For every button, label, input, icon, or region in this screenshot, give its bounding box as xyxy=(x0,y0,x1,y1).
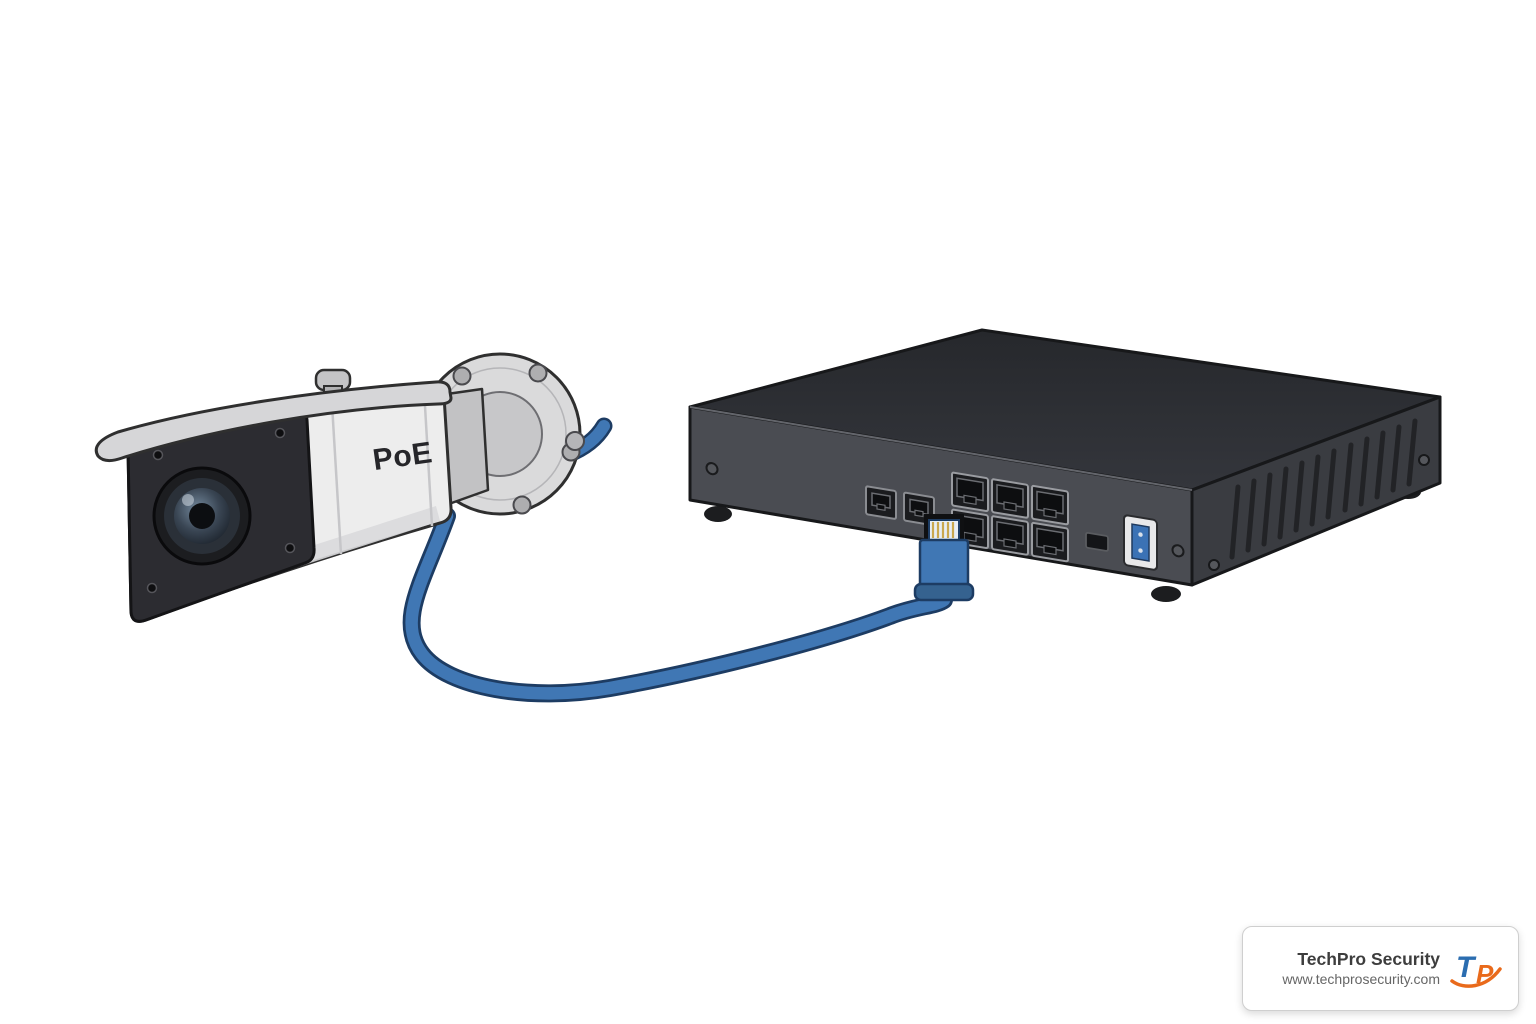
rj45-port xyxy=(991,515,1029,556)
watermark-card: TechPro Security www.techprosecurity.com… xyxy=(1242,926,1519,1011)
uplink-port-1 xyxy=(865,485,897,520)
poe-switch xyxy=(688,328,1442,602)
logo-swoosh xyxy=(1450,966,1502,988)
rj45-port xyxy=(1031,521,1069,563)
rj45-port xyxy=(991,478,1029,519)
poe-label: PoE xyxy=(371,436,435,477)
camera-lens xyxy=(152,466,252,566)
rj45-port xyxy=(1031,484,1069,526)
plug-body xyxy=(918,538,970,590)
watermark-website: www.techprosecurity.com xyxy=(1282,970,1440,987)
logo-letter-t: T xyxy=(1456,951,1477,984)
watermark-text: TechPro Security www.techprosecurity.com xyxy=(1282,949,1440,988)
lens-highlight xyxy=(182,494,194,506)
front-top-edge-highlight xyxy=(689,406,1193,491)
mount-notch xyxy=(565,431,585,451)
body-seams xyxy=(330,388,434,555)
faceplate-screws xyxy=(146,427,296,594)
poe-bullet-camera: PoE xyxy=(94,352,613,623)
vent-slats xyxy=(1229,418,1418,560)
usb-port xyxy=(1123,514,1158,571)
ethernet-cable xyxy=(402,507,953,703)
top-knob xyxy=(314,368,352,399)
rj45-port-block xyxy=(951,471,1069,563)
cable-body xyxy=(405,509,951,700)
side-screws xyxy=(1208,454,1430,571)
rj45-connector xyxy=(913,514,975,602)
cable-outline xyxy=(402,507,953,703)
plug-boot xyxy=(913,582,975,602)
front-screws xyxy=(705,462,1185,558)
rj45-port xyxy=(951,471,989,513)
watermark-company: TechPro Security xyxy=(1297,948,1440,969)
console-port xyxy=(1085,531,1109,552)
sun-shield xyxy=(94,380,453,463)
techpro-logo-icon: T P xyxy=(1450,951,1502,989)
plug-pins xyxy=(931,522,955,538)
